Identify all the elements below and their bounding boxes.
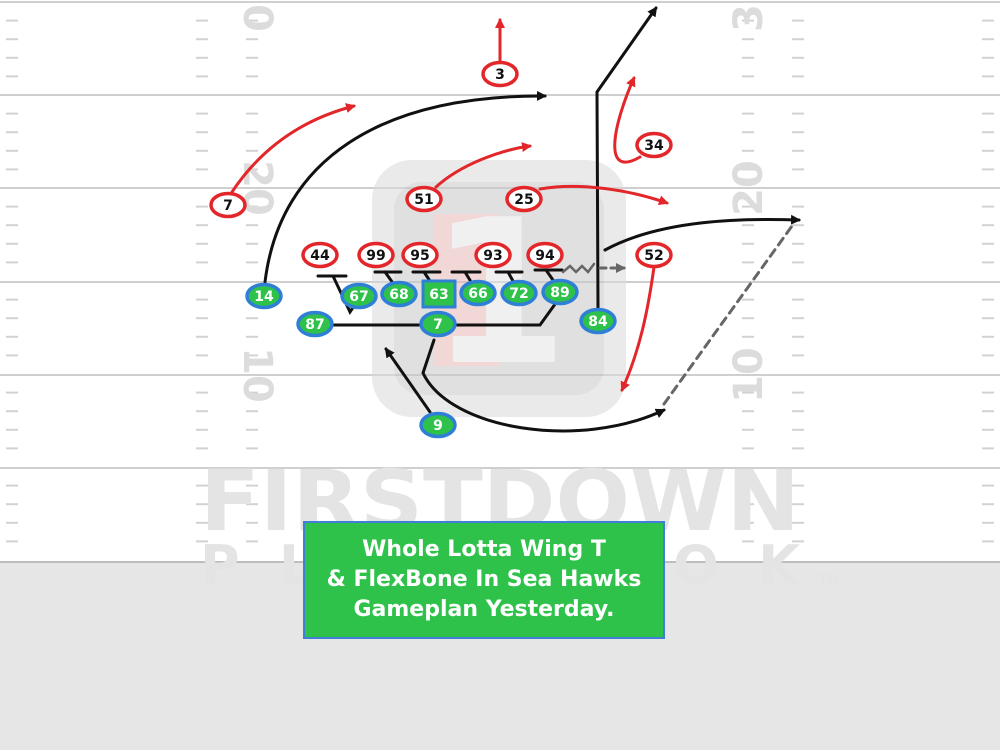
defender-94: 94	[526, 241, 564, 269]
offense-player-84: 84	[579, 307, 617, 335]
route-def-25	[538, 184, 669, 206]
routes	[230, 6, 801, 433]
offense-marker	[380, 280, 418, 308]
defender-number: 3	[495, 67, 505, 83]
watermark-logo: 1	[372, 160, 626, 417]
defender-51: 51	[405, 185, 443, 213]
offense-number: 72	[509, 286, 528, 302]
route-def-34	[613, 76, 642, 164]
offense-player-63: 63	[421, 279, 457, 309]
offense-player-72: 72	[500, 279, 538, 307]
offense-number: 68	[389, 287, 408, 303]
offense-marker	[419, 411, 457, 439]
offense-player-68: 68	[380, 280, 418, 308]
offense-number: 66	[468, 286, 487, 302]
caption-line-3: Gameplan Yesterday.	[353, 597, 615, 622]
defense-players: 3 34 7 51 25 44 99 95 93 94 52	[209, 60, 673, 269]
yard-lines	[0, 1, 1000, 469]
defender-7: 7	[209, 191, 247, 219]
offense-number: 67	[349, 289, 368, 305]
caption-line-1: Whole Lotta Wing T	[362, 537, 606, 562]
defender-44: 44	[301, 241, 339, 269]
offense-number: 7	[433, 317, 443, 333]
defender-marker	[405, 185, 443, 213]
offense-marker	[459, 279, 497, 307]
offense-player-7: 7	[419, 310, 457, 338]
defender-25: 25	[505, 185, 543, 213]
defender-99: 99	[357, 241, 395, 269]
route-89	[603, 214, 801, 252]
defender-93: 93	[474, 241, 512, 269]
yard-number-top-right: 3	[726, 4, 772, 32]
offense-players: 14 67 68 63 66 72 89 87 7 84 9	[245, 278, 617, 439]
yard-number-lower-right: 10	[726, 347, 772, 403]
route-def-52	[620, 265, 656, 392]
defender-number: 93	[483, 248, 502, 264]
defender-marker	[505, 185, 543, 213]
defender-number: 7	[223, 198, 233, 214]
defender-marker	[301, 241, 339, 269]
defender-number: 94	[535, 248, 555, 264]
hash-marks	[6, 19, 994, 543]
offense-number: 87	[305, 317, 324, 333]
offense-number: 63	[429, 287, 448, 303]
defender-number: 51	[414, 192, 433, 208]
offense-marker	[541, 278, 579, 306]
yard-number-upper-right: 20	[726, 160, 772, 216]
offense-player-9: 9	[419, 411, 457, 439]
defender-number: 34	[644, 138, 664, 154]
watermark-trademark: TM	[818, 573, 840, 588]
offense-marker	[296, 310, 334, 338]
route-def-7	[230, 103, 356, 194]
defender-marker	[474, 241, 512, 269]
defender-marker	[357, 241, 395, 269]
defender-marker	[526, 241, 564, 269]
offense-number: 14	[254, 289, 274, 305]
route-qb	[421, 338, 666, 433]
defender-marker	[635, 131, 673, 159]
route-motion	[561, 262, 596, 274]
defender-3: 3	[481, 60, 519, 88]
route-14	[263, 90, 547, 284]
route-89-dash	[662, 224, 794, 406]
offense-marker	[245, 282, 283, 310]
defender-number: 95	[410, 248, 429, 264]
offense-player-87: 87	[296, 310, 334, 338]
defender-marker	[635, 241, 673, 269]
center-marker	[421, 279, 457, 309]
route-84	[595, 6, 658, 310]
route-9	[384, 347, 432, 414]
defender-52: 52	[635, 241, 673, 269]
offense-number: 9	[433, 418, 443, 434]
offense-marker	[340, 282, 378, 310]
caption-line-2: & FlexBone In Sea Hawks	[326, 567, 642, 592]
defender-number: 25	[514, 192, 533, 208]
defender-number: 44	[310, 248, 330, 264]
offense-player-89: 89	[541, 278, 579, 306]
route-def-51	[434, 142, 532, 189]
offense-marker	[500, 279, 538, 307]
offense-marker	[579, 307, 617, 335]
offense-number: 84	[588, 314, 608, 330]
defender-95: 95	[401, 241, 439, 269]
offense-marker	[419, 310, 457, 338]
defender-marker	[401, 241, 439, 269]
offense-number: 89	[550, 285, 569, 301]
yard-number-top-left: 0	[234, 4, 280, 32]
defender-marker	[209, 191, 247, 219]
defender-number: 52	[644, 248, 663, 264]
offense-player-66: 66	[459, 279, 497, 307]
caption-banner: Whole Lotta Wing T & FlexBone In Sea Haw…	[303, 521, 665, 639]
defender-34: 34	[635, 131, 673, 159]
defender-number: 99	[366, 248, 385, 264]
offense-player-67: 67	[340, 282, 378, 310]
offense-player-14: 14	[245, 282, 283, 310]
yard-number-lower-left: 10	[234, 347, 280, 403]
defender-marker	[481, 60, 519, 88]
